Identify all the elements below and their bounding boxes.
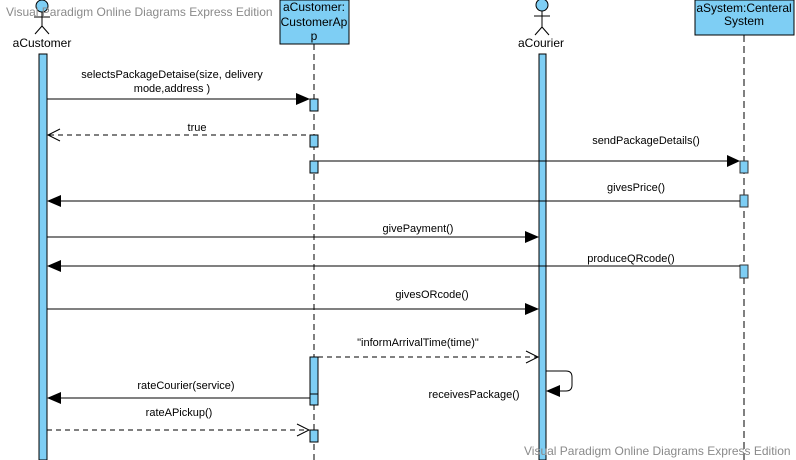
arrowhead-filled-icon [546, 385, 560, 397]
object-central-system[interactable]: aSystem:Centeral System [694, 0, 795, 36]
arrowhead-filled-icon [525, 303, 539, 315]
actor-customer[interactable]: aCustomer [13, 0, 72, 50]
watermark-top: Visual Paradigm Online Diagrams Express … [6, 5, 273, 19]
message-gives-or-code[interactable]: givesORcode() [47, 289, 539, 315]
message-receives-package[interactable]: receivesPackage() [428, 370, 573, 401]
activation-app [309, 356, 319, 406]
activation-system [739, 194, 749, 208]
arrowhead-filled-icon [727, 155, 740, 167]
object-label-line: aCustomer: [283, 0, 345, 14]
message-give-payment[interactable]: givePayment() [47, 223, 539, 243]
message-label: "informArrivalTime(time)" [357, 337, 479, 349]
message-label: rateAPickup() [146, 407, 213, 419]
message-label: sendPackageDetails() [592, 135, 700, 147]
message-label: produceQRcode() [587, 253, 674, 265]
activation-app [309, 98, 319, 112]
message-label: givePayment() [383, 223, 454, 235]
arrowhead-open-icon [525, 350, 540, 364]
message-label: rateCourier(service) [137, 380, 234, 392]
activation-app [309, 160, 319, 174]
arrowhead-filled-icon [47, 195, 61, 207]
activation-courier [538, 53, 547, 460]
message-label: givesORcode() [395, 289, 468, 301]
message-label: true [188, 122, 207, 134]
message-inform-arrival-time[interactable]: "informArrivalTime(time)" [318, 337, 540, 364]
watermark-bottom: Visual Paradigm Online Diagrams Express … [524, 444, 791, 458]
message-send-package-details[interactable]: sendPackageDetails() [318, 135, 740, 167]
arrowhead-filled-icon [296, 93, 310, 105]
message-selects-package-details[interactable]: selectsPackageDetaise(size, delivery mod… [47, 69, 310, 105]
object-label-line: aSystem:Centeral [696, 1, 791, 15]
activation-system [739, 160, 749, 174]
activation-app [309, 429, 319, 443]
activation-app [309, 134, 319, 148]
message-label: selectsPackageDetaise(size, delivery [81, 69, 263, 81]
actor-head-icon [535, 0, 549, 12]
object-label-line: CustomerAp [281, 15, 348, 29]
arrowhead-filled-icon [47, 260, 61, 272]
arrowhead-open-icon [46, 128, 61, 142]
object-label-line: p [311, 29, 318, 43]
arrowhead-open-icon [296, 423, 311, 437]
activation-customer [38, 53, 48, 460]
message-return-true[interactable]: true [46, 122, 310, 142]
object-label-line: System [724, 14, 764, 28]
arrowhead-filled-icon [525, 231, 539, 243]
actor-label: aCustomer [13, 36, 72, 50]
message-produce-qr-code[interactable]: produceQRcode() [47, 253, 740, 272]
message-rate-courier[interactable]: rateCourier(service) [47, 380, 310, 404]
message-rate-a-pickup[interactable]: rateAPickup() [47, 407, 311, 437]
arrowhead-filled-icon [47, 392, 61, 404]
message-label: mode,address ) [134, 83, 210, 95]
message-gives-price[interactable]: givesPrice() [47, 182, 740, 207]
activation-system [739, 264, 749, 279]
actor-courier[interactable]: aCourier [518, 0, 564, 50]
object-customer-app[interactable]: aCustomer: CustomerAp p [279, 0, 350, 45]
message-label: receivesPackage() [428, 389, 519, 401]
message-label: givesPrice() [607, 182, 665, 194]
actor-label: aCourier [518, 36, 564, 50]
